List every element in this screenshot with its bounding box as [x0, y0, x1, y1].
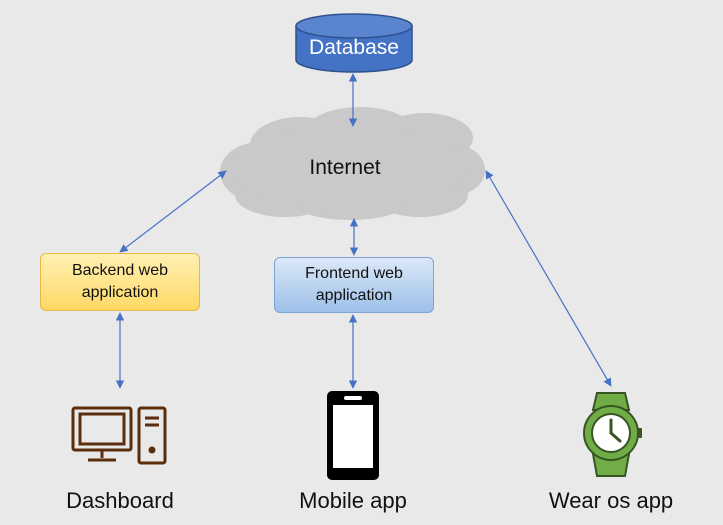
- dashboard-caption: Dashboard: [66, 488, 174, 513]
- desktop-computer-icon: [71, 406, 167, 465]
- mobile-app-caption: Mobile app: [299, 488, 407, 513]
- backend-label-line1: Backend web: [71, 262, 169, 279]
- backend-web-application-box: Backend web application: [40, 253, 200, 311]
- database-label: Database: [309, 36, 399, 59]
- wear-os-app-caption: Wear os app: [548, 488, 674, 513]
- frontend-label-line1: Frontend web: [305, 265, 403, 282]
- smartwatch-icon: [583, 392, 642, 477]
- backend-label-line2: application: [81, 284, 159, 301]
- internet-cloud: [220, 107, 485, 220]
- connector-internet-backend: [119, 170, 227, 253]
- database-cylinder: [295, 13, 413, 73]
- frontend-label-line2: application: [315, 287, 393, 304]
- internet-label: Internet: [309, 156, 381, 179]
- mobile-phone-icon: [327, 391, 379, 480]
- frontend-web-application-box: Frontend web application: [274, 257, 434, 313]
- connector-internet-wear: [485, 170, 612, 387]
